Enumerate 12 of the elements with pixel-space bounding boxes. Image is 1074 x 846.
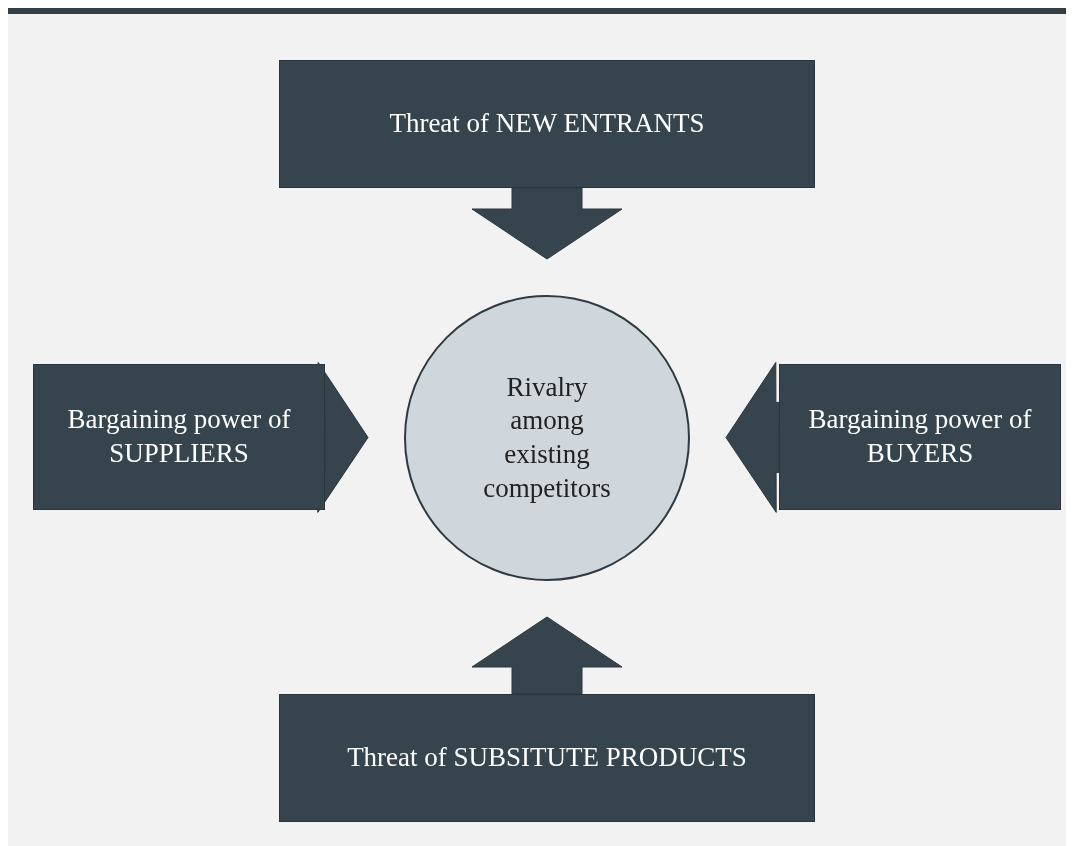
force-box bbox=[33, 364, 325, 510]
block-arrow bbox=[725, 361, 780, 513]
block-arrow bbox=[471, 187, 623, 260]
node-label: Threat of SUBSITUTE PRODUCTS bbox=[347, 741, 747, 775]
node-label: Threat of NEW ENTRANTS bbox=[389, 107, 705, 141]
node-label: Rivalry among existing competitors bbox=[482, 370, 612, 505]
force-box bbox=[279, 60, 815, 188]
node-label: Bargaining power of BUYERS bbox=[807, 403, 1033, 470]
block-arrow bbox=[471, 616, 623, 695]
force-box bbox=[779, 364, 1061, 510]
force-box bbox=[279, 694, 815, 822]
node-label: Bargaining power of SUPPLIERS bbox=[66, 403, 292, 470]
